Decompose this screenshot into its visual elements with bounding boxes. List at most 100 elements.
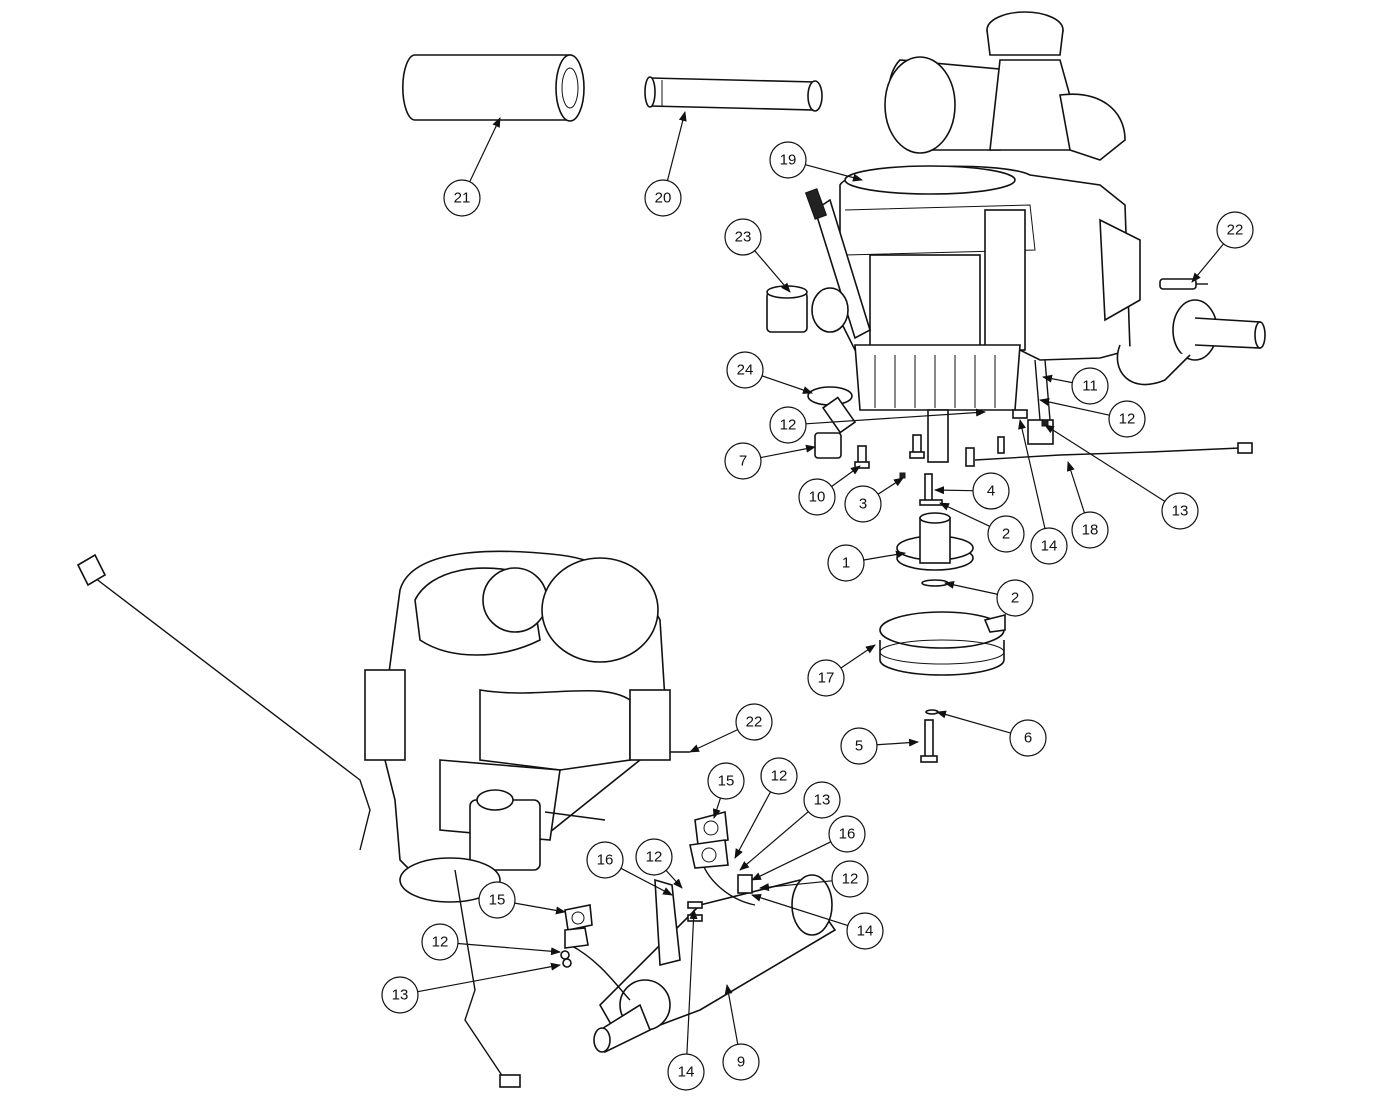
callout-circle (1071, 511, 1109, 549)
callout-4: 4 (934, 472, 1010, 510)
leader-arrow (734, 791, 772, 859)
clutch-bolt (920, 709, 939, 763)
leader-arrow (831, 465, 861, 487)
callout-circle (478, 881, 516, 919)
leader-arrow (840, 644, 876, 669)
electric-clutch (879, 611, 1006, 676)
callout-number: 17 (818, 670, 835, 687)
callout-number: 19 (780, 152, 797, 169)
hardware (814, 409, 1049, 506)
callout-6: 6 (936, 710, 1047, 757)
callout-12: 12 (759, 860, 869, 898)
callout-23: 23 (724, 218, 791, 293)
callout-circle (1030, 527, 1068, 565)
leader-arrow (689, 729, 738, 753)
callout-5: 5 (840, 727, 919, 765)
callout-11: 11 (1042, 367, 1109, 405)
callout-number: 12 (646, 849, 663, 866)
callout-circle (844, 485, 882, 523)
leader-arrow (469, 117, 501, 182)
callout-number: 22 (1227, 222, 1244, 239)
leader-arrow (457, 942, 561, 956)
callout-22: 22 (1191, 211, 1254, 283)
callout-15: 15 (707, 762, 745, 819)
callout-circle (443, 179, 481, 217)
callout-number: 14 (678, 1064, 695, 1081)
engine-top-view (804, 11, 1266, 463)
callout-circle (760, 757, 798, 795)
callout-14: 14 (1018, 419, 1068, 565)
callout-circle (722, 1043, 760, 1081)
callout-number: 2 (1011, 590, 1019, 607)
callout-number: 22 (746, 714, 763, 731)
callout-circle (735, 703, 773, 741)
callout-number: 15 (718, 773, 735, 790)
callout-number: 13 (814, 792, 831, 809)
leader-arrow (1018, 419, 1046, 529)
callout-circle (421, 923, 459, 961)
callout-circle (807, 659, 845, 697)
callout-circle (769, 406, 807, 444)
callout-circle (707, 762, 745, 800)
callout-number: 12 (842, 871, 859, 888)
callout-number: 11 (1082, 378, 1098, 395)
callout-3: 3 (844, 477, 904, 523)
leader-arrow (665, 869, 683, 889)
callout-12: 12 (734, 757, 798, 859)
wire-harness (76, 553, 521, 1088)
leader-arrow (876, 738, 919, 747)
callout-13: 13 (739, 781, 841, 871)
callout-13: 13 (381, 962, 561, 1014)
callout-circle (1071, 367, 1109, 405)
washer (921, 579, 949, 587)
leader-arrow (805, 164, 863, 182)
leader-arrow (936, 710, 1011, 734)
callout-circle (840, 727, 878, 765)
callout-circle (726, 351, 764, 389)
leader-arrow (1066, 461, 1086, 514)
muffler (569, 854, 837, 1054)
callout-number: 7 (739, 453, 747, 470)
callout-1: 1 (827, 544, 906, 582)
callout-number: 23 (735, 229, 752, 246)
callout-circle (972, 472, 1010, 510)
spark-plug (1159, 278, 1208, 290)
callout-circle (846, 912, 884, 950)
callout-12: 12 (421, 923, 561, 961)
callout-number: 24 (737, 362, 754, 379)
callout-number: 2 (1002, 526, 1010, 543)
callout-12: 12 (769, 406, 986, 444)
callout-circle (1108, 400, 1146, 438)
leader-arrow (514, 902, 566, 915)
callout-20: 20 (644, 111, 687, 217)
callout-circle (724, 442, 762, 480)
leader-arrow (863, 550, 906, 561)
callout-circle (828, 815, 866, 853)
exhaust-gaskets (560, 810, 753, 968)
callout-circle (667, 1053, 705, 1091)
callout-7: 7 (724, 442, 816, 480)
callout-15: 15 (478, 881, 566, 919)
callout-circle (586, 841, 624, 879)
engine-side-view (364, 550, 690, 903)
leader-arrow (712, 797, 722, 819)
callout-number: 12 (432, 934, 449, 951)
leader-arrow (739, 811, 809, 871)
leader-arrow (751, 841, 832, 881)
callout-number: 12 (1119, 411, 1136, 428)
callout-number: 1 (842, 555, 850, 572)
callout-circle (803, 781, 841, 819)
callout-number: 13 (1172, 503, 1189, 520)
callout-10: 10 (798, 465, 861, 516)
callout-14: 14 (667, 909, 705, 1091)
callout-number: 14 (857, 923, 874, 940)
callout-circle (1009, 719, 1047, 757)
callout-19: 19 (769, 141, 863, 182)
callout-circle (987, 515, 1025, 553)
leader-arrow (686, 909, 698, 1055)
callout-circle (827, 544, 865, 582)
leader-arrow (1044, 424, 1166, 502)
callout-14: 14 (751, 893, 884, 950)
